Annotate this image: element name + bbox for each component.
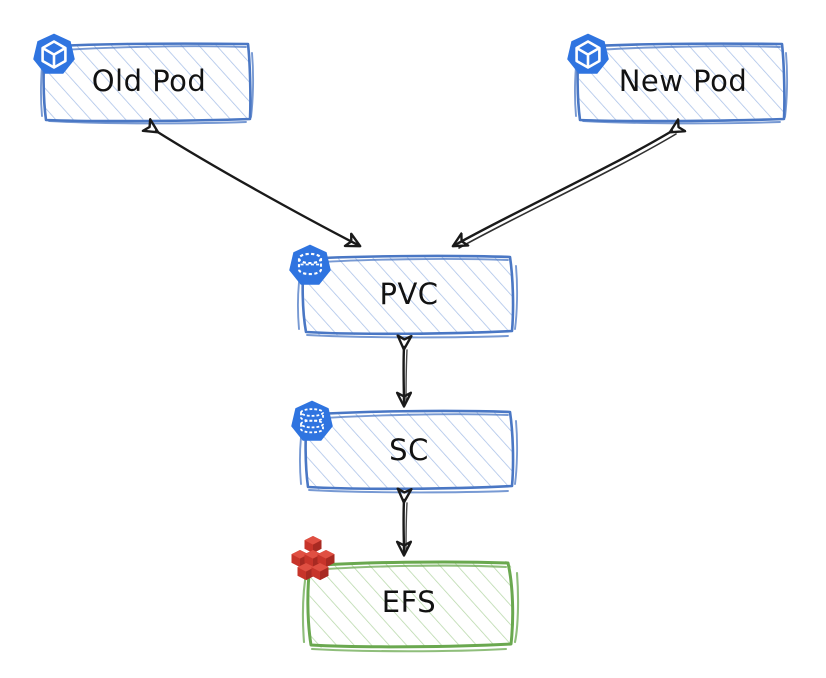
efs-box-outline-a [306,560,515,649]
efs-box-fill [309,561,514,648]
sc-box-outline-a [304,409,515,491]
edge-new-pod-to-pvc[interactable] [455,131,676,249]
kubernetes-pod-icon [567,33,609,74]
old-pod-label: Old Pod [92,64,207,98]
new-pod-box-outline-a [576,42,786,123]
node-efs[interactable]: EFS [291,536,520,653]
pvc-box-outline-a [301,254,515,336]
sc-box-outline-b [299,413,519,494]
efs-box-outline-b [301,564,520,653]
node-new-pod[interactable]: New Pod [567,33,789,125]
new-pod-box-fill [578,43,786,121]
sc-box-fill [306,411,514,490]
pvc-box-outline-b [297,258,519,339]
edge-pvc-to-sc[interactable] [404,347,407,404]
new-pod-label: New Pod [619,64,748,98]
edge-sc-to-efs[interactable] [404,500,407,553]
kubernetes-pvc-icon [289,244,331,285]
kubernetes-storageclass-icon [291,400,333,441]
efs-label: EFS [382,585,436,619]
aws-efs-icon [291,536,335,581]
sc-label: SC [389,433,429,467]
old-pod-box-fill [44,43,252,121]
node-sc[interactable]: SC [291,400,519,494]
pvc-label: PVC [379,277,438,311]
pvc-box-fill [303,256,514,336]
old-pod-box-outline-b [40,45,255,125]
kubernetes-pod-icon [33,33,75,74]
node-old-pod[interactable]: Old Pod [33,33,255,125]
new-pod-box-outline-b [574,45,789,125]
edge-old-pod-to-pvc[interactable] [156,131,358,245]
node-pvc[interactable]: PVC [289,244,519,339]
